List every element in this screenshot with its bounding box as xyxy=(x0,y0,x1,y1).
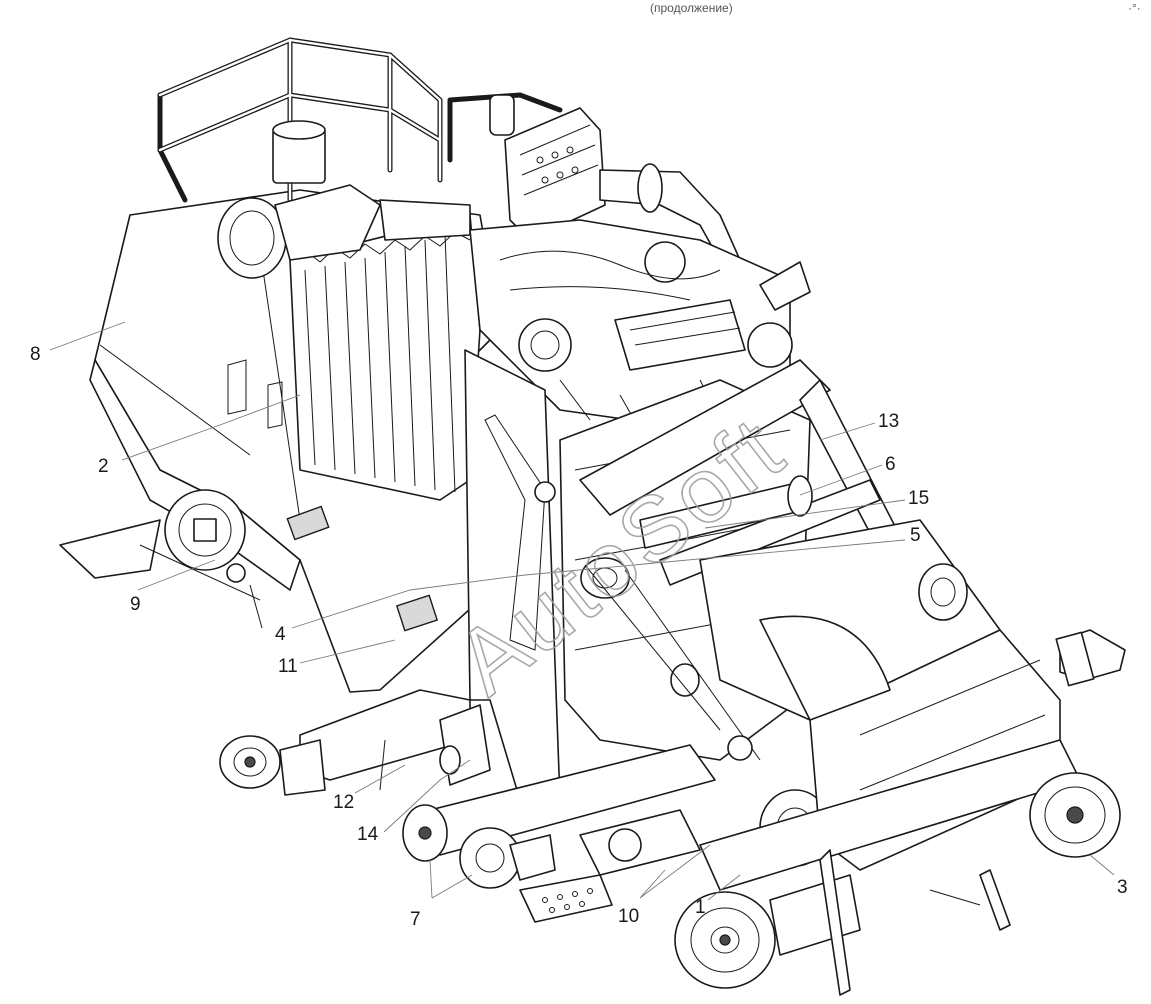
callout-4: 4 xyxy=(275,624,286,645)
callout-5: 5 xyxy=(910,525,921,546)
front-lower-beam xyxy=(402,744,716,923)
callout-11: 11 xyxy=(278,656,298,677)
leader-lines xyxy=(49,321,1115,901)
header-fragment: (продолжение) xyxy=(650,1,733,15)
air-intake xyxy=(217,120,471,279)
callout-3: 3 xyxy=(1117,877,1128,898)
callout-12: 12 xyxy=(333,792,354,813)
callout-2: 2 xyxy=(98,456,109,477)
exhaust-muffler xyxy=(489,94,741,271)
radiator-grille xyxy=(289,214,481,501)
corner-mark: ·°· xyxy=(1128,1,1141,15)
callout-13: 13 xyxy=(878,411,899,432)
rear-axle xyxy=(219,689,491,796)
callout-15: 15 xyxy=(908,488,929,509)
engine xyxy=(469,219,811,431)
callout-14: 14 xyxy=(357,824,379,845)
callout-10: 10 xyxy=(618,906,639,927)
front-drive-axle xyxy=(674,739,1121,996)
callout-1: 1 xyxy=(695,897,706,918)
callouts: 1 2 3 4 5 6 7 8 9 10 11 12 13 14 15 xyxy=(30,344,1128,930)
callout-9: 9 xyxy=(130,594,141,615)
callout-8: 8 xyxy=(30,344,41,365)
callout-6: 6 xyxy=(885,454,896,475)
callout-7: 7 xyxy=(410,909,421,930)
rotor-shaft xyxy=(639,475,813,549)
